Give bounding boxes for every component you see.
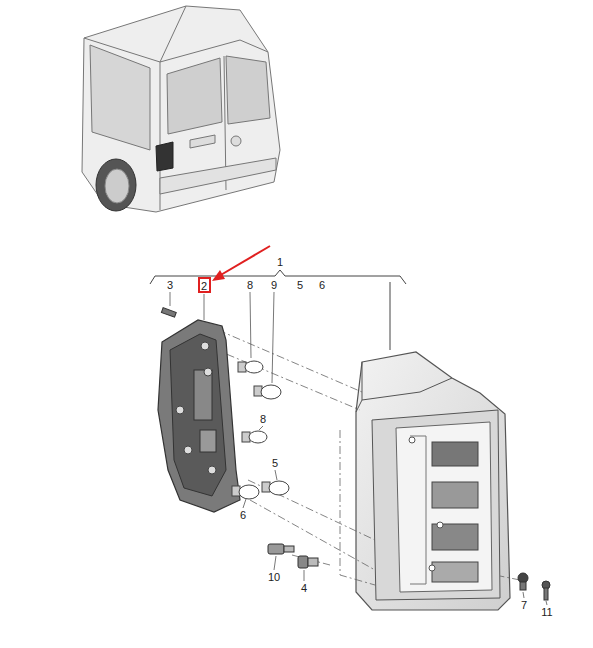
bulb-5: [262, 481, 289, 495]
van-illustration: [82, 6, 280, 212]
callout-number: 2: [200, 280, 209, 292]
callout-number: 9: [270, 279, 278, 291]
callout-number: 8: [259, 413, 267, 425]
bulb-9: [254, 385, 281, 399]
callout-number: 6: [318, 279, 326, 291]
highlight-box: 2: [198, 277, 211, 293]
callout-number: 8: [246, 279, 254, 291]
assembly-guide-lines: [212, 330, 520, 585]
callout-number: 3: [166, 279, 174, 291]
bulb-8-upper: [238, 361, 263, 373]
tail-lamp-housing: [356, 352, 510, 610]
bulb-6: [232, 485, 259, 499]
group-number: 1: [276, 256, 284, 268]
bulb-8-lower: [242, 431, 267, 443]
bulb-carrier: [158, 320, 240, 512]
callout-number: 6: [239, 509, 247, 521]
callout-number: 4: [300, 582, 308, 594]
callout-number: 7: [520, 599, 528, 611]
callout-number: 5: [271, 457, 279, 469]
callout-number: 10: [267, 571, 281, 583]
leader-lines: [170, 292, 547, 605]
pointer-arrow: [212, 246, 270, 281]
callout-number: 5: [296, 279, 304, 291]
callout-number: 11: [540, 606, 553, 618]
fasteners: [161, 308, 550, 600]
